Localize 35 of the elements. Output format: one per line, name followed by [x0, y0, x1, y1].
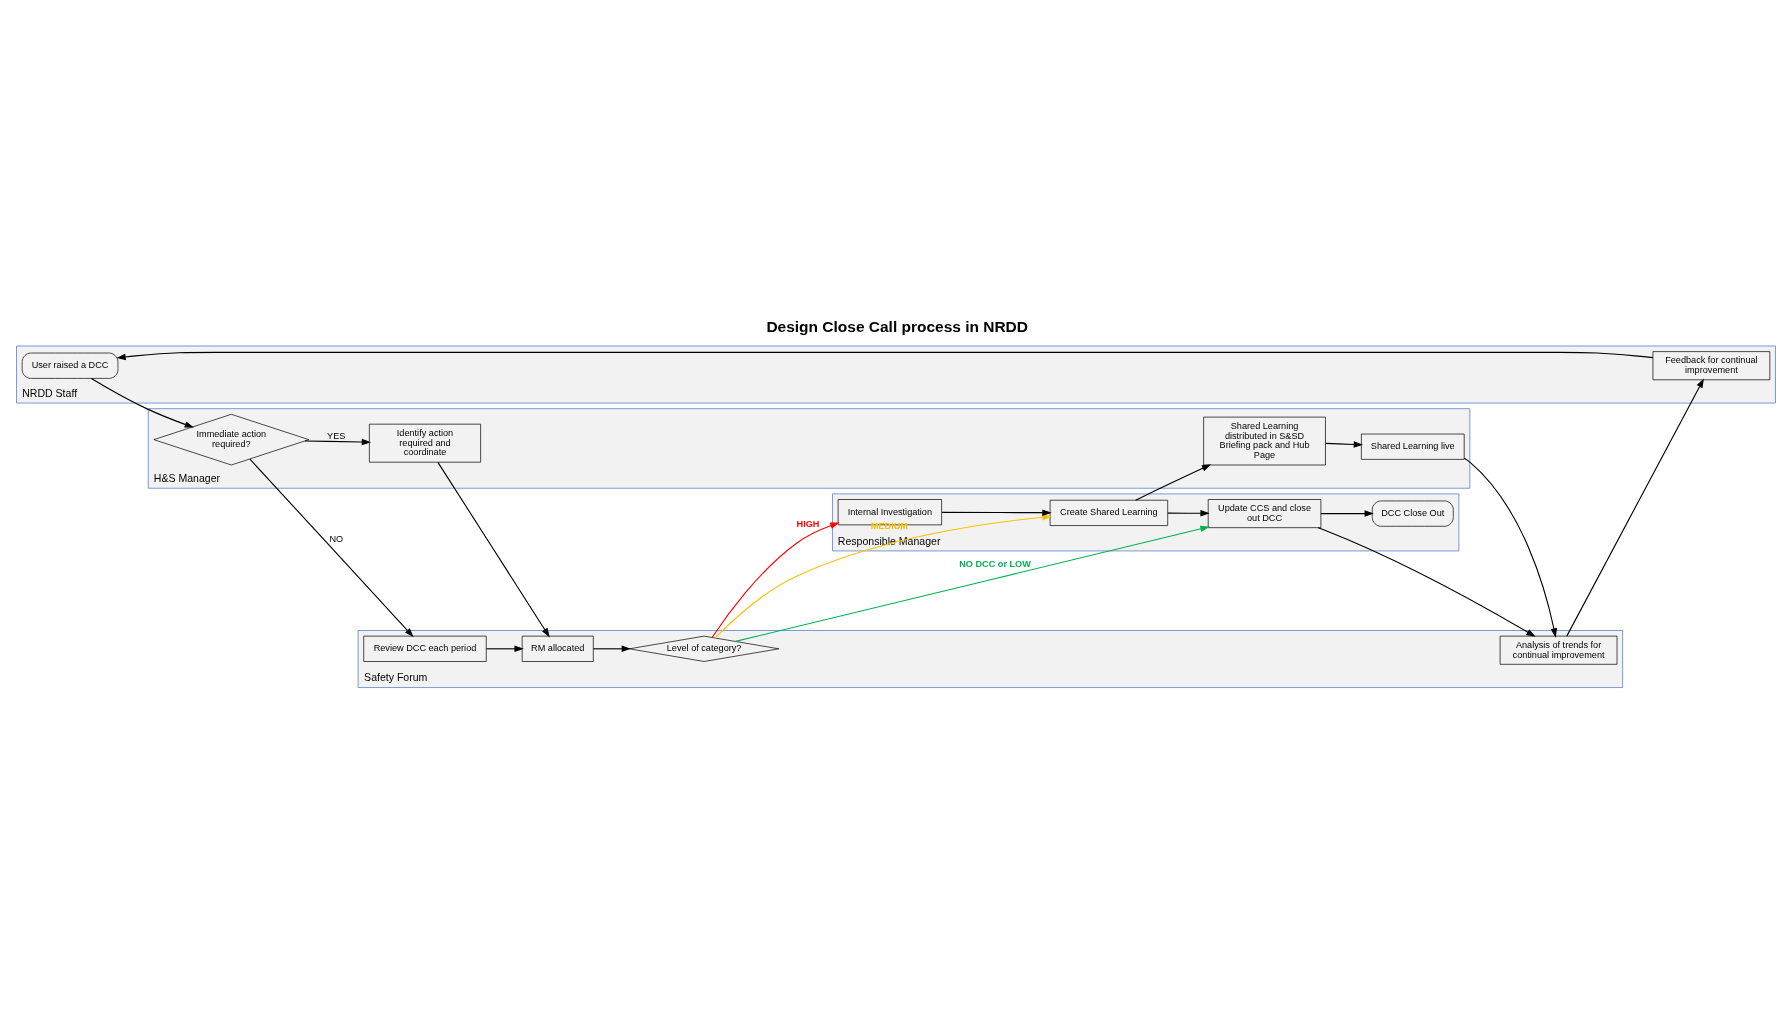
arrow — [1325, 440, 1364, 448]
node-box: Shared Learning distributed in S&SD Briefing pack and Hub Page — [1203, 416, 1326, 465]
edge-label: NO — [329, 533, 344, 544]
node-box: User raised a DCC — [21, 352, 119, 379]
node-box: Analysis of trends for continual improvement — [1499, 635, 1618, 665]
arrow — [249, 458, 414, 637]
arrow — [485, 645, 524, 652]
node-diamond: Immediate action required? — [153, 413, 310, 465]
arrow — [304, 438, 372, 445]
arrow — [1463, 457, 1558, 638]
node-box: RM allocated — [521, 635, 594, 662]
arrow — [941, 508, 1052, 516]
arrow — [116, 351, 1654, 360]
edge-label: YES — [327, 430, 346, 441]
node-box: Update CCS and close out DCC — [1207, 498, 1322, 528]
node-box: Identify action required and coordinate — [369, 423, 481, 463]
node-box: Shared Learning live — [1361, 433, 1465, 460]
edge-label: NO DCC or LOW — [959, 558, 1031, 569]
arrow — [592, 645, 631, 652]
node-box: Feedback for continual improvement — [1652, 350, 1771, 380]
node-box: Review DCC each period — [363, 635, 487, 662]
arrow — [1320, 509, 1374, 517]
arrow — [1135, 463, 1212, 501]
diagram-title: Design Close Call process in NRDD — [766, 317, 1029, 335]
arrow — [1317, 526, 1536, 637]
arrow — [1566, 377, 1704, 637]
arrow — [734, 525, 1210, 642]
arrow — [711, 522, 840, 638]
arrow — [1167, 509, 1210, 517]
node-box: Create Shared Learning — [1049, 499, 1169, 526]
node-diamond: Level of category? — [629, 635, 780, 662]
arrow — [437, 461, 550, 637]
edge-label: HIGH — [796, 518, 820, 529]
arrow — [714, 513, 1052, 638]
node-box: DCC Close Out — [1371, 500, 1454, 527]
